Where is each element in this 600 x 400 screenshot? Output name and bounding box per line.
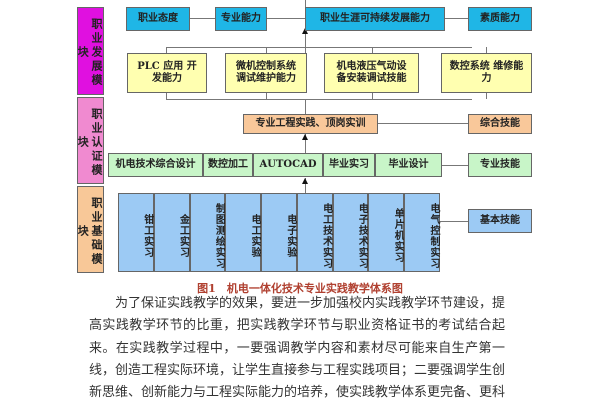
basic-practice-cell: 电工技术实习	[296, 193, 333, 272]
connector-line	[442, 165, 468, 166]
connector-line	[372, 93, 373, 99]
basic-practice-cell: 金工实习	[153, 193, 190, 272]
basic-practice-cell: 电子技术实习	[332, 193, 369, 272]
module-label: 职业基础模块	[76, 186, 104, 273]
arrow-icon	[302, 178, 308, 184]
basic-practice-cell: 制图测绘实习	[189, 193, 226, 272]
capability-box: PLC 应用 开发能力	[127, 53, 207, 93]
connector-line	[166, 47, 167, 53]
connector-line	[305, 99, 306, 114]
connector-line	[305, 31, 306, 53]
connector-line	[372, 47, 373, 53]
professional-course-cell: 毕业设计	[375, 153, 442, 177]
connector-line	[486, 93, 487, 99]
connector-line	[166, 99, 472, 100]
basic-practice-cell: 钳工实习	[118, 193, 154, 272]
module-label: 职业发展模块	[76, 7, 104, 95]
capability-box: 微机控制系统 调试维护能力	[225, 53, 307, 93]
professional-course-cell: AUTOCAD	[253, 153, 323, 177]
professional-skill-box: 专业技能	[468, 153, 532, 177]
comprehensive-skill-box: 综合技能	[468, 114, 532, 134]
basic-practice-cell: 单片机实习	[368, 193, 405, 272]
body-paragraph: 为了保证实践教学的效果，要进一步加强校内实践教学环节建设，提高实践教学环节的比重…	[89, 296, 505, 400]
connector-line	[305, 134, 306, 153]
connector-line	[305, 178, 306, 193]
module-label: 职业认证模块	[76, 97, 104, 184]
connector-line	[378, 123, 468, 124]
capability-box: 数控系统 维修能力	[441, 53, 532, 93]
basic-skill-box: 基本技能	[468, 209, 532, 233]
basic-practice-cell: 电子实验	[261, 193, 297, 272]
connector-line	[166, 47, 472, 48]
connector-line	[266, 93, 267, 99]
connector-line	[305, 0, 306, 7]
connector-line	[190, 18, 215, 19]
ability-box: 职业生涯可持续发展能力	[305, 7, 445, 31]
ability-box: 专业能力	[215, 7, 267, 31]
ability-box: 素质能力	[468, 7, 532, 31]
connector-line	[440, 221, 468, 222]
professional-course-cell: 数控加工	[203, 153, 253, 177]
professional-course-cell: 毕业实习	[323, 153, 375, 177]
connector-line	[445, 18, 468, 19]
connector-line	[486, 47, 487, 53]
engineering-practice-box: 专业工程实践、顶岗实训	[243, 114, 378, 134]
connector-line	[266, 47, 267, 53]
ability-box: 职业态度	[126, 7, 190, 31]
arrow-icon	[302, 28, 308, 34]
capability-box: 机电液压气动设 备安装调试技能	[324, 53, 419, 93]
basic-practice-cell: 电工实验	[225, 193, 262, 272]
arrow-icon	[302, 134, 308, 140]
connector-line	[166, 93, 167, 99]
figure-caption: 图1 机电一体化技术专业实践教学体系图	[197, 282, 403, 295]
professional-course-cell: 机电技术综合设计	[108, 153, 203, 177]
basic-practice-cell: 电气控制实习	[404, 193, 440, 272]
